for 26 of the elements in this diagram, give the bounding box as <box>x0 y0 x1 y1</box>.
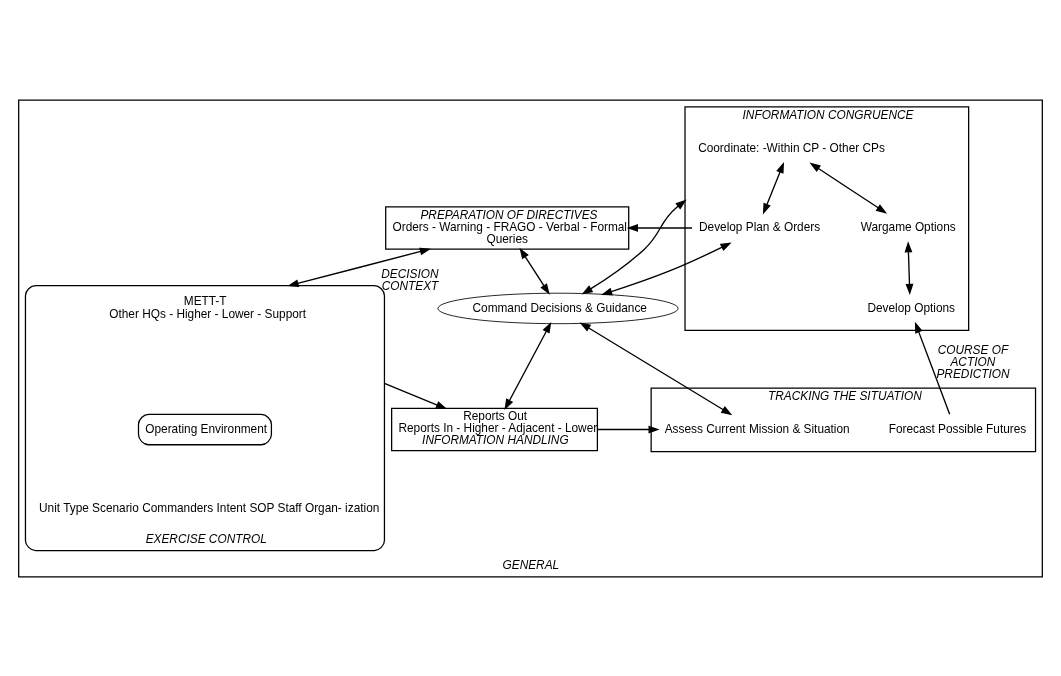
node-text: Unit Type Scenario Commanders Intent SOP Staff Organ- ization <box>39 500 380 515</box>
node-text: Assess Current Mission & Situation <box>664 421 850 436</box>
arrow <box>287 247 431 287</box>
arrow <box>504 321 552 410</box>
node-box: Operating Environment <box>137 413 273 445</box>
edge-label: COURSE OF ACTION PREDICTION <box>936 342 1010 381</box>
arrow <box>914 321 951 415</box>
arrow <box>626 223 693 232</box>
arrow <box>579 321 733 415</box>
arrow <box>809 162 888 214</box>
arrow <box>581 199 687 294</box>
arrow <box>383 382 448 409</box>
node-box: PREPARATION OF DIRECTIVES Orders - Warning - FRAGO - Verbal - Formal Queries <box>385 205 630 250</box>
node-ellipse: Command Decisions & Guidance <box>437 292 679 324</box>
node-text: Develop Options <box>867 300 956 315</box>
arrow <box>596 425 660 433</box>
node-text: METT-T Other HQs - Higher - Lower - Support <box>109 293 307 321</box>
node-box: Reports Out Reports In - Higher - Adjacent - Lower INFORMATION HANDLING <box>391 407 599 451</box>
node-text: Forecast Possible Futures <box>888 421 1027 436</box>
arrow <box>601 241 732 295</box>
arrow <box>519 247 550 295</box>
arrow <box>762 161 785 214</box>
arrow <box>904 240 914 295</box>
node-text: Coordinate: -Within CP - Other CPs <box>698 140 885 155</box>
node-text: Wargame Options <box>860 219 956 234</box>
node-text: Develop Plan & Orders <box>698 219 821 234</box>
